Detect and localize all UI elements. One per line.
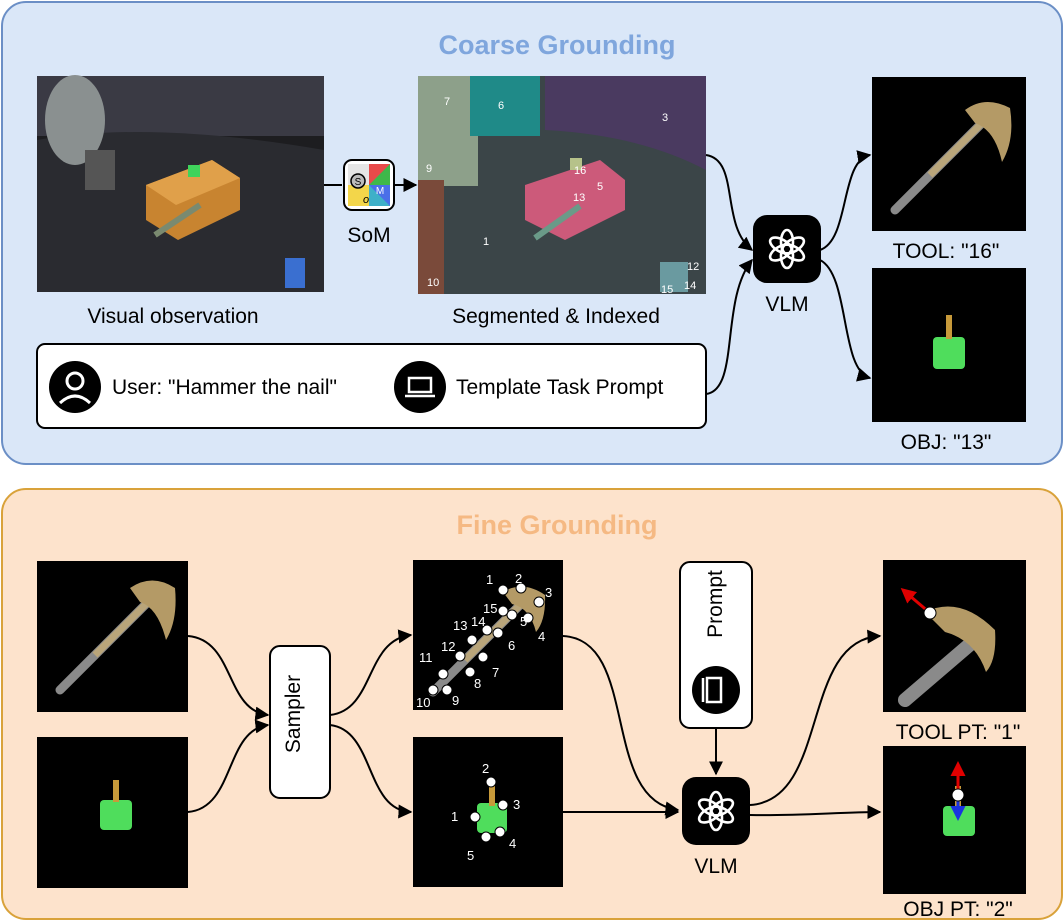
obj-sample-numbers: 1 2 3 4 5 bbox=[451, 761, 520, 863]
segment-index-16: 16 bbox=[574, 165, 586, 177]
svg-text:2: 2 bbox=[515, 571, 522, 586]
obj-point-label: OBJ PT: "2" bbox=[903, 898, 1012, 921]
fine-obj-input-image bbox=[37, 737, 188, 888]
tool-crop-image bbox=[872, 77, 1026, 231]
tool-point-output-image bbox=[883, 560, 1026, 712]
template-prompt-text: Template Task Prompt bbox=[456, 376, 664, 399]
svg-text:M: M bbox=[376, 186, 384, 197]
svg-text:4: 4 bbox=[538, 629, 545, 644]
tool-sample-points bbox=[427, 582, 545, 696]
svg-text:S: S bbox=[355, 177, 362, 188]
tablet-icon bbox=[692, 666, 740, 714]
svg-text:6: 6 bbox=[508, 638, 515, 653]
sampler-box bbox=[269, 645, 331, 799]
svg-text:1: 1 bbox=[486, 572, 493, 587]
fine-title: Fine Grounding bbox=[457, 510, 658, 540]
coarse-vlm-icon bbox=[753, 215, 821, 283]
coarse-vlm-label: VLM bbox=[765, 293, 808, 316]
fine-vlm-icon bbox=[682, 777, 750, 845]
laptop-icon bbox=[394, 361, 446, 413]
obj-sample-points bbox=[469, 776, 509, 843]
segment-index-6: 6 bbox=[498, 100, 504, 112]
sampled-obj-image bbox=[413, 737, 563, 887]
fine-tool-input-image bbox=[37, 561, 188, 712]
segment-index-7: 7 bbox=[444, 96, 450, 108]
segment-index-9: 9 bbox=[426, 163, 432, 175]
obj-label: OBJ: "13" bbox=[901, 431, 992, 454]
svg-text:1: 1 bbox=[451, 809, 458, 824]
svg-text:5: 5 bbox=[467, 848, 474, 863]
tool-sample-numbers: 1 2 3 4 5 6 7 8 9 10 11 12 13 14 15 bbox=[416, 571, 552, 710]
segmented-image bbox=[418, 76, 706, 294]
som-label: SoM bbox=[347, 224, 390, 247]
segment-index-13: 13 bbox=[573, 192, 585, 204]
segment-index-3: 3 bbox=[662, 112, 668, 124]
svg-text:7: 7 bbox=[492, 665, 499, 680]
segment-index-14: 14 bbox=[684, 280, 696, 292]
fine-vlm-label: VLM bbox=[694, 855, 737, 878]
visual-observation-image bbox=[37, 75, 324, 292]
segment-index-15: 15 bbox=[661, 284, 673, 296]
segmented-label: Segmented & Indexed bbox=[452, 305, 660, 328]
coarse-title: Coarse Grounding bbox=[438, 30, 675, 60]
segment-index-12: 12 bbox=[687, 261, 699, 273]
user-prompt-text: User: "Hammer the nail" bbox=[112, 376, 337, 399]
svg-text:12: 12 bbox=[441, 639, 455, 654]
svg-text:11: 11 bbox=[419, 650, 433, 665]
svg-text:2: 2 bbox=[482, 761, 489, 776]
svg-text:o: o bbox=[363, 194, 369, 206]
user-icon bbox=[49, 361, 101, 413]
svg-text:3: 3 bbox=[513, 797, 520, 812]
svg-text:15: 15 bbox=[483, 601, 497, 616]
svg-text:5: 5 bbox=[520, 614, 527, 629]
svg-text:9: 9 bbox=[452, 693, 459, 708]
svg-text:4: 4 bbox=[509, 836, 516, 851]
sampler-label: Sampler bbox=[282, 675, 305, 753]
visual-observation-label: Visual observation bbox=[87, 305, 258, 328]
segment-index-1: 1 bbox=[483, 236, 489, 248]
tool-point-label: TOOL PT: "1" bbox=[896, 721, 1021, 744]
segment-index-10: 10 bbox=[427, 277, 439, 289]
svg-text:8: 8 bbox=[474, 676, 481, 691]
svg-text:10: 10 bbox=[416, 695, 430, 710]
obj-point-output-image bbox=[883, 746, 1026, 894]
tool-label: TOOL: "16" bbox=[893, 240, 1000, 263]
svg-text:14: 14 bbox=[471, 614, 485, 629]
som-icon: S M o bbox=[343, 159, 395, 211]
fine-prompt-label: Prompt bbox=[704, 570, 727, 638]
obj-crop-image bbox=[872, 268, 1026, 422]
svg-text:13: 13 bbox=[453, 618, 467, 633]
segment-index-5: 5 bbox=[597, 181, 603, 193]
prompt-box bbox=[36, 343, 707, 429]
svg-text:3: 3 bbox=[545, 585, 552, 600]
